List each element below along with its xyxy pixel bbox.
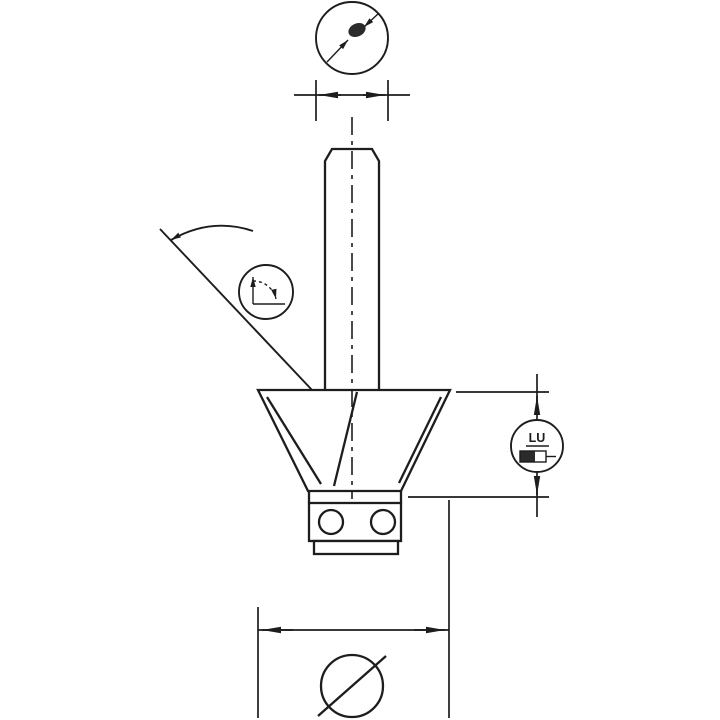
cutting-length-icon: LU (510, 419, 564, 473)
cutting-length-label: LU (529, 431, 546, 445)
angle-arc-arrow (170, 224, 254, 241)
icon-circle (315, 1, 389, 75)
diameter-symbol-icon (317, 653, 387, 719)
shank-diameter-icon (315, 1, 389, 75)
chamfer-angle-annotation (159, 224, 313, 391)
diameter-dimension (257, 500, 450, 718)
cutting-edge-line-center (332, 391, 359, 487)
bearing-ball-left (317, 508, 345, 536)
angle-reference-line (159, 228, 313, 391)
cutting-edge-line-left (266, 396, 322, 485)
bearing-washer (312, 539, 400, 556)
bearing-ball-right (369, 508, 397, 536)
icon-edge-block (520, 451, 535, 462)
icon-arrow-lower-left (326, 39, 349, 63)
router-bit-body (256, 147, 452, 556)
shank-diameter-dimension (294, 80, 410, 121)
angle-icon-arc (252, 280, 277, 300)
angle-icon (238, 264, 294, 320)
icon-arrow-upper-right (363, 12, 380, 28)
icon-circle (238, 264, 294, 320)
shank-cross-section-dot (348, 22, 366, 38)
diameter-symbol-slash (317, 655, 387, 717)
cutting-edge-line-right (397, 396, 443, 484)
